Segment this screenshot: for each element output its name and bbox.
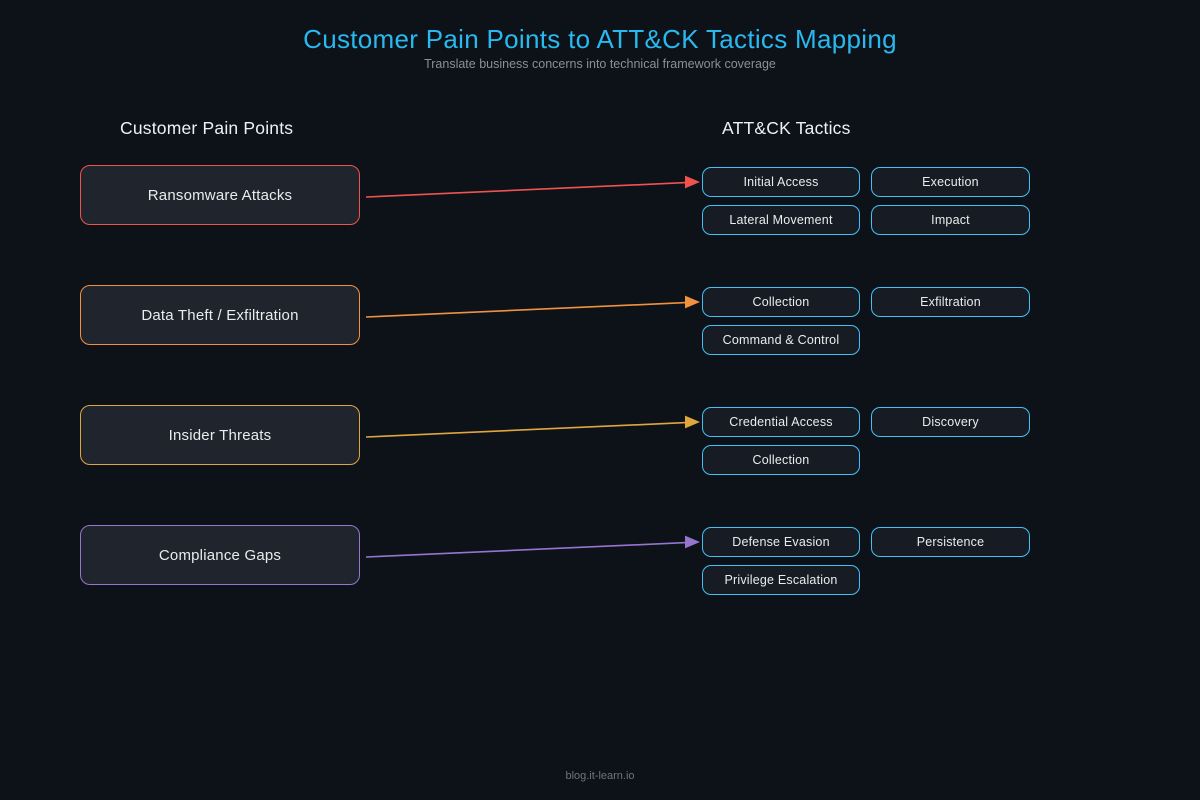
column-header-tactics: ATT&CK Tactics <box>722 118 851 138</box>
tactic-box: Defense Evasion <box>702 527 860 557</box>
tactic-label: Exfiltration <box>920 295 981 309</box>
pain-box-insider-threats: Insider Threats <box>80 405 360 465</box>
tactic-label: Lateral Movement <box>729 213 833 227</box>
tactic-group-compliance-gaps: Defense Evasion Persistence Privilege Es… <box>702 527 1030 595</box>
pain-label: Data Theft / Exfiltration <box>141 306 299 324</box>
arrow-line-compliance-gaps <box>365 541 687 558</box>
pain-label: Compliance Gaps <box>158 546 282 564</box>
arrow-head-compliance-gaps <box>685 535 700 549</box>
tactic-box: Initial Access <box>702 167 860 197</box>
arrow-line-insider-threats <box>365 421 687 438</box>
tactic-box: Execution <box>871 167 1030 197</box>
tactic-label: Defense Evasion <box>732 535 830 549</box>
tactic-label: Command & Control <box>722 333 840 347</box>
arrow-head-insider-threats <box>685 415 700 429</box>
tactic-box: Impact <box>871 205 1030 235</box>
tactic-group-data-theft: Collection Exfiltration Command & Contro… <box>702 287 1030 355</box>
tactic-label: Collection <box>752 295 810 309</box>
tactic-box: Lateral Movement <box>702 205 860 235</box>
tactic-label: Impact <box>931 213 970 227</box>
tactic-box: Collection <box>702 287 860 317</box>
column-header-pain-points: Customer Pain Points <box>120 118 294 138</box>
tactic-label: Collection <box>752 453 810 467</box>
arrow-line-data-theft <box>365 301 687 318</box>
tactic-box: Collection <box>702 445 860 475</box>
page-subtitle: Translate business concerns into technic… <box>424 57 776 71</box>
arrow-head-data-theft <box>685 295 700 309</box>
tactic-label: Credential Access <box>729 415 833 429</box>
tactic-box: Exfiltration <box>871 287 1030 317</box>
pain-box-compliance-gaps: Compliance Gaps <box>80 525 360 585</box>
tactic-label: Privilege Escalation <box>724 573 838 587</box>
arrow-line-ransomware <box>365 181 687 198</box>
pain-label: Insider Threats <box>168 426 272 444</box>
tactic-box: Credential Access <box>702 407 860 437</box>
tactic-label: Execution <box>922 175 979 189</box>
footer-text: blog.it-learn.io <box>565 770 635 782</box>
tactic-box: Discovery <box>871 407 1030 437</box>
tactic-box: Privilege Escalation <box>702 565 860 595</box>
pain-label: Ransomware Attacks <box>147 186 293 204</box>
tactic-label: Persistence <box>916 535 985 549</box>
tactic-label: Initial Access <box>743 175 819 189</box>
arrow-head-ransomware <box>685 175 700 189</box>
tactic-label: Discovery <box>922 415 979 429</box>
pain-box-data-theft: Data Theft / Exfiltration <box>80 285 360 345</box>
tactic-box: Command & Control <box>702 325 860 355</box>
tactic-box: Persistence <box>871 527 1030 557</box>
tactic-group-ransomware: Initial Access Execution Lateral Movemen… <box>702 167 1030 235</box>
page-title: Customer Pain Points to ATT&CK Tactics M… <box>303 24 897 54</box>
tactic-group-insider-threats: Credential Access Discovery Collection <box>702 407 1030 475</box>
pain-box-ransomware: Ransomware Attacks <box>80 165 360 225</box>
